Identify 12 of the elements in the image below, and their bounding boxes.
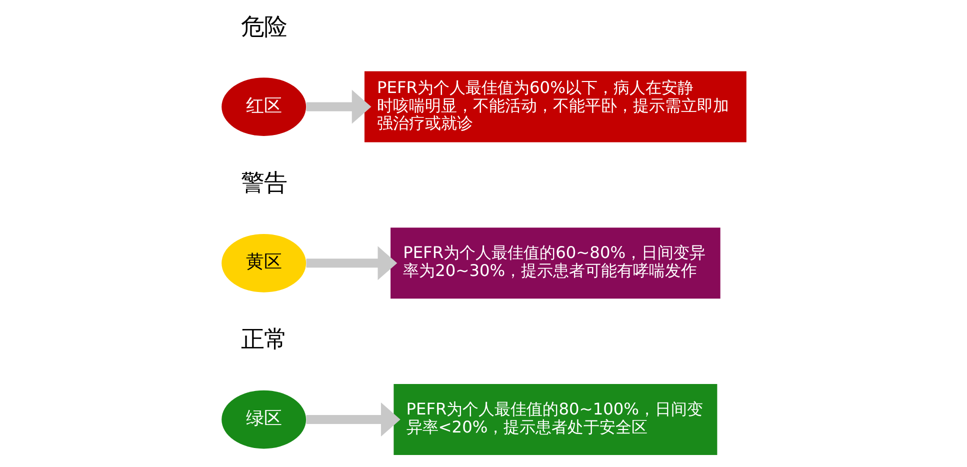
arrow bbox=[306, 402, 400, 436]
node-ellipse: 红区 bbox=[221, 78, 306, 136]
node-box: PEFR为个人最佳值的60~80%，日间变异率为20~30%，提示患者可能有哮喘发作 bbox=[390, 228, 720, 299]
node-box: PEFR为个人最佳值为60%以下，病人在安静时咳喘明显，不能活动，不能平卧，提示需立即加强治疗或就诊 bbox=[364, 71, 746, 142]
node-label: 正常 bbox=[240, 325, 286, 353]
node-label: 危险 bbox=[240, 12, 286, 40]
arrow bbox=[306, 246, 397, 280]
node-label: 警告 bbox=[240, 168, 286, 197]
node-box: PEFR为个人最佳值的80~100%，日间变异率<20%，提示患者处于安全区 bbox=[393, 384, 717, 456]
node-ellipse: 绿区 bbox=[221, 390, 306, 449]
node-ellipse: 黄区 bbox=[221, 234, 306, 292]
arrow bbox=[306, 90, 371, 124]
